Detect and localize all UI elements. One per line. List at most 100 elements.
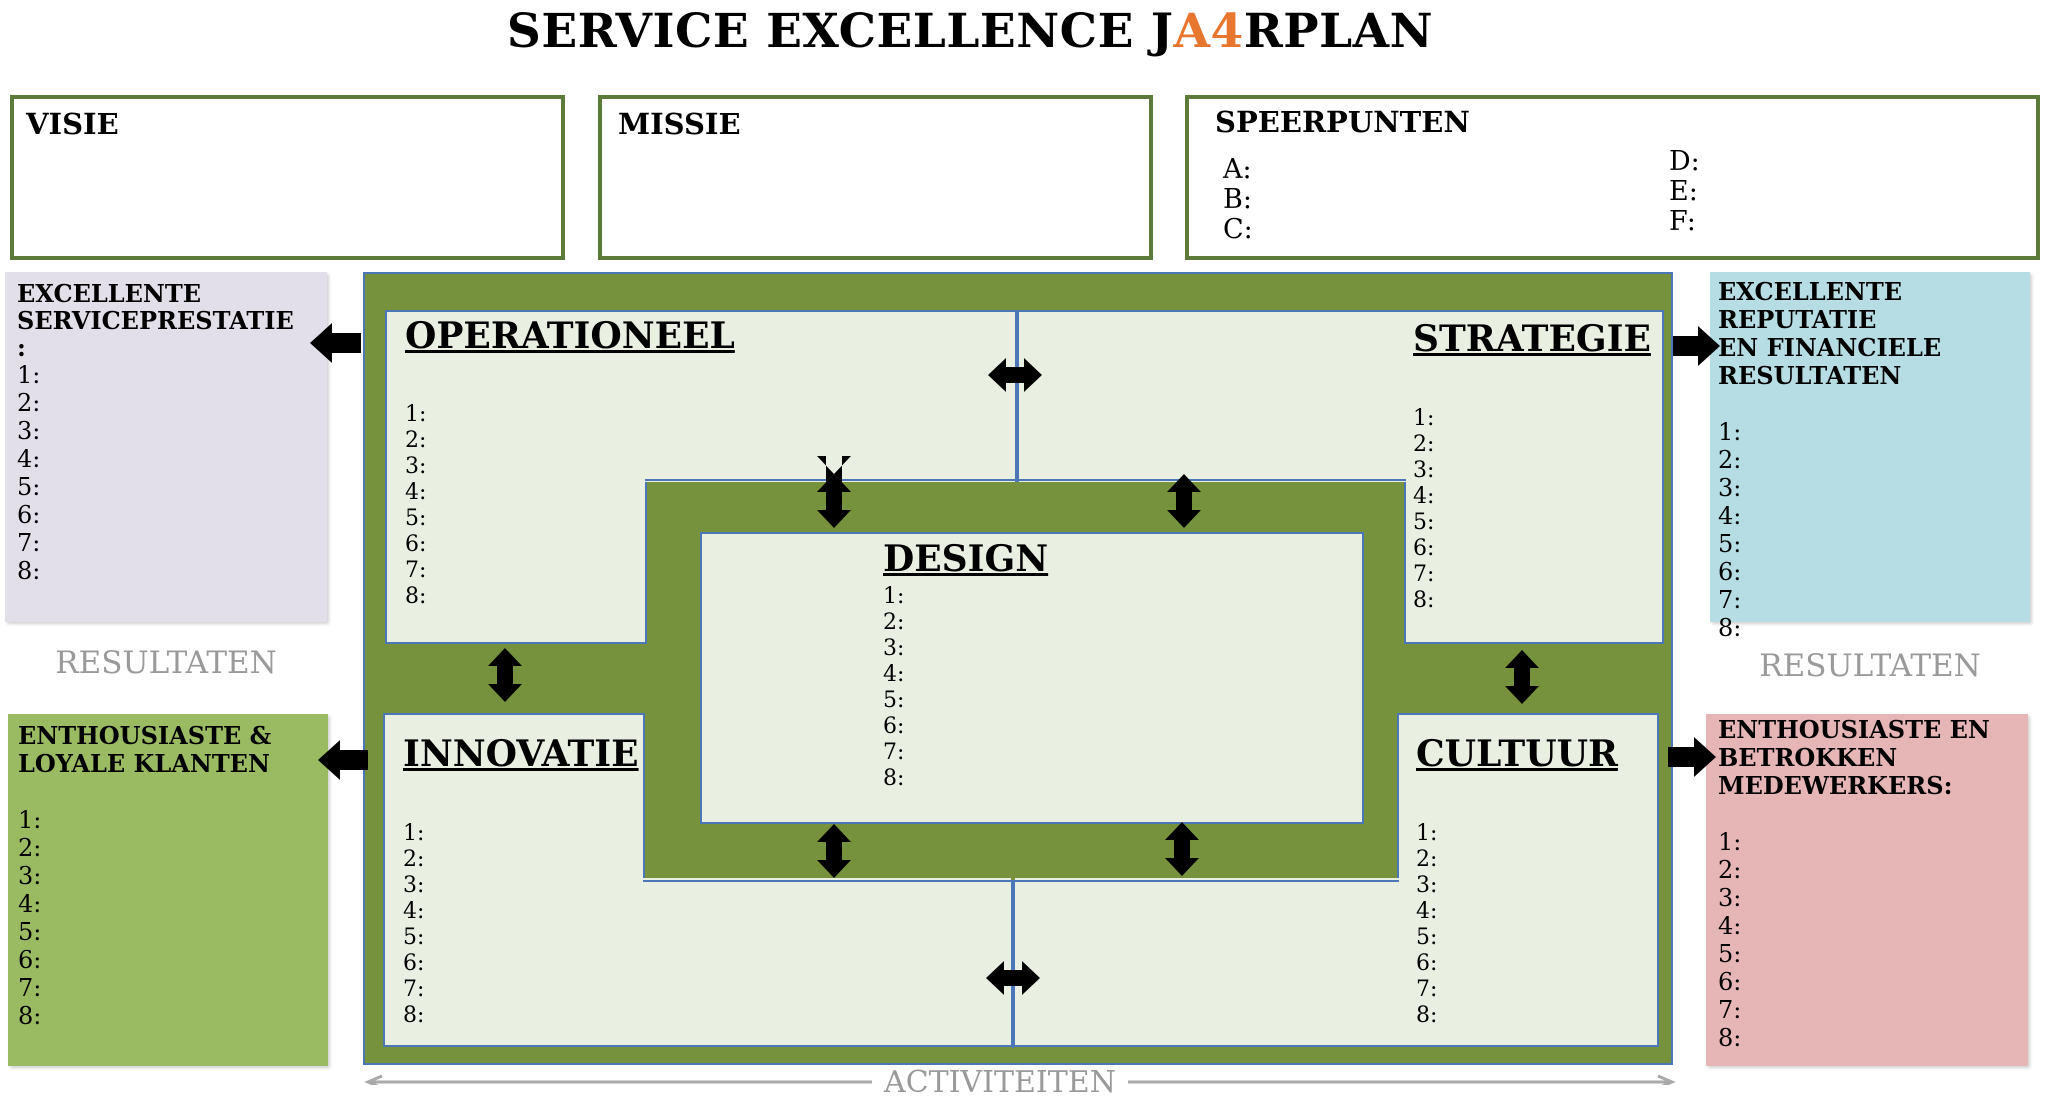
design-panel <box>700 532 1364 824</box>
strategie-heading: STRATEGIE <box>1413 318 1651 360</box>
list-item: 6: <box>18 946 42 974</box>
excellente-reputatie-box[interactable]: EXCELLENTE REPUTATIE EN FINANCIELE RESUL… <box>1710 272 2030 642</box>
operationeel-list: 1: 2: 3: 4: 5: 6: 7: 8: <box>405 402 426 610</box>
list-item: 8: <box>1718 1024 1742 1052</box>
list-item: 4: <box>403 899 425 924</box>
list-item: 1: <box>17 361 41 389</box>
list-item: 1: <box>1413 406 1435 431</box>
visie-box[interactable]: VISIE <box>10 95 565 260</box>
list-item: 5: <box>1718 530 1742 558</box>
list-item: 6: <box>1413 536 1435 561</box>
cultuur-heading: CULTUUR <box>1416 733 1618 775</box>
list-item: 8: <box>403 1003 425 1028</box>
speerpunt-c: C: <box>1223 214 1253 245</box>
list-item: 3: <box>1416 873 1438 898</box>
list-item: 8: <box>17 557 41 585</box>
list-item: 7: <box>1413 562 1435 587</box>
list-item: 7: <box>17 529 41 557</box>
list-item: 3: <box>403 873 425 898</box>
innovatie-panel-bottom <box>383 880 1013 1047</box>
strategie-list: 1: 2: 3: 4: 5: 6: 7: 8: <box>1413 406 1434 614</box>
list-item: 2: <box>1413 432 1435 457</box>
list-item: 8: <box>18 1002 42 1030</box>
bottom-divider <box>1012 880 1014 1048</box>
resultaten-label-right: RESULTATEN <box>1759 648 1981 684</box>
design-heading: DESIGN <box>883 538 1049 580</box>
list-item: 4: <box>405 480 427 505</box>
list-item: 1: <box>1718 828 1742 856</box>
top-divider <box>1017 310 1019 480</box>
enthousiaste-betrokken-medewerkers-box[interactable]: ENTHOUSIASTE EN BETROKKEN MEDEWERKERS: 1… <box>1706 714 2028 1066</box>
list-item: 4: <box>1416 899 1438 924</box>
list-item: 5: <box>17 473 41 501</box>
list-item: 3: <box>405 454 427 479</box>
operationeel-panel-top <box>385 310 1017 482</box>
list-item: 8: <box>1413 588 1435 613</box>
title-prefix: SERVICE EXCELLENCE J <box>506 4 1174 59</box>
title-suffix: RPLAN <box>1243 4 1434 59</box>
list-item: 5: <box>1718 940 1742 968</box>
list-item: 5: <box>403 925 425 950</box>
speerpunt-d: D: <box>1669 146 1700 177</box>
operationeel-heading: OPERATIONEEL <box>405 315 735 357</box>
innovatie-heading: INNOVATIE <box>403 733 639 775</box>
enthousiaste-betrokken-medewerkers-heading: ENTHOUSIASTE EN BETROKKEN MEDEWERKERS: <box>1718 715 1990 800</box>
list-item: 6: <box>17 501 41 529</box>
speerpunt-f: F: <box>1669 206 1696 237</box>
innovatie-list: 1: 2: 3: 4: 5: 6: 7: 8: <box>403 821 424 1029</box>
list-item: 3: <box>1718 474 1742 502</box>
list-item: 1: <box>1718 418 1742 446</box>
list-item: 6: <box>883 714 905 739</box>
list-item: 2: <box>18 834 42 862</box>
speerpunt-a: A: <box>1223 154 1252 185</box>
list-item: 5: <box>1413 510 1435 535</box>
missie-box[interactable]: MISSIE <box>598 95 1153 260</box>
list-item: 8: <box>405 584 427 609</box>
speerpunten-label: SPEERPUNTEN <box>1215 105 1470 139</box>
list-item: 1: <box>405 402 427 427</box>
cultuur-list: 1: 2: 3: 4: 5: 6: 7: 8: <box>1416 821 1437 1029</box>
list-item: 6: <box>1718 968 1742 996</box>
speerpunten-right-list: D: E: F: <box>1669 147 1700 237</box>
list-item: 6: <box>405 532 427 557</box>
list-item: 6: <box>1416 951 1438 976</box>
list-item: 3: <box>883 636 905 661</box>
cultuur-panel-bottom <box>1013 880 1659 1047</box>
list-item: 5: <box>1416 925 1438 950</box>
resultaten-label-left: RESULTATEN <box>55 645 277 681</box>
list-item: 8: <box>1718 614 1742 642</box>
list-item: 1: <box>18 806 42 834</box>
speerpunten-box[interactable]: SPEERPUNTEN A: B: C: D: E: F: <box>1185 95 2040 260</box>
list-item: 2: <box>1718 446 1742 474</box>
visie-label: VISIE <box>26 107 119 141</box>
list-item: 1: <box>1416 821 1438 846</box>
enthousiaste-loyale-klanten-heading: ENTHOUSIASTE & LOYALE KLANTEN <box>18 721 272 778</box>
strategie-panel-top <box>1017 310 1664 482</box>
enthousiaste-loyale-klanten-list: 1: 2: 3: 4: 5: 6: 7: 8: <box>18 806 318 1030</box>
list-item: 7: <box>1416 977 1438 1002</box>
list-item: 4: <box>17 445 41 473</box>
title-accent: A4 <box>1173 4 1244 59</box>
list-item: 4: <box>1718 502 1742 530</box>
list-item: 7: <box>403 977 425 1002</box>
list-item: 1: <box>883 584 905 609</box>
list-item: 4: <box>1718 912 1742 940</box>
operationeel-inner-edge <box>645 479 1017 481</box>
list-item: 7: <box>1718 996 1742 1024</box>
list-item: 5: <box>18 918 42 946</box>
strategie-panel-right <box>1404 479 1664 644</box>
innovatie-panel-left <box>383 713 645 883</box>
list-item: 8: <box>883 766 905 791</box>
list-item: 7: <box>405 558 427 583</box>
list-item: 2: <box>403 847 425 872</box>
list-item: 4: <box>18 890 42 918</box>
arrow-right-icon <box>1657 1074 1676 1085</box>
list-item: 4: <box>1413 484 1435 509</box>
list-item: 2: <box>883 610 905 635</box>
list-item: 5: <box>883 688 905 713</box>
list-item: 6: <box>403 951 425 976</box>
enthousiaste-loyale-klanten-box[interactable]: ENTHOUSIASTE & LOYALE KLANTEN 1: 2: 3: 4… <box>8 714 328 1066</box>
operationeel-panel-left <box>385 479 647 644</box>
list-item: 3: <box>17 417 41 445</box>
excellente-servicepresatie-box[interactable]: EXCELLENTE SERVICEPRESTATIE : 1: 2: 3: 4… <box>5 272 327 622</box>
